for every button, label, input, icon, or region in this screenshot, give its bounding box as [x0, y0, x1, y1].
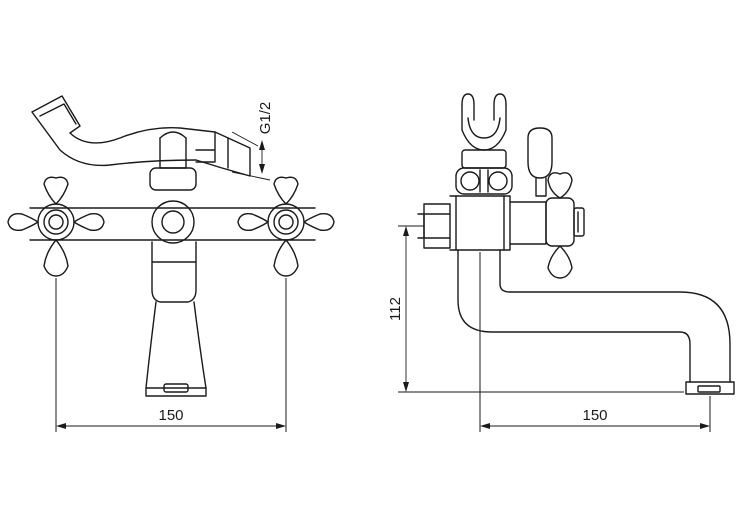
side-height-dimension: 112	[387, 225, 684, 393]
shower-holder	[461, 93, 507, 169]
thread-label: G1/2	[257, 102, 274, 135]
shower-handset	[31, 95, 251, 177]
mixer-body	[29, 200, 316, 244]
front-view: 150 G1/2	[7, 95, 335, 432]
right-cross-handle	[237, 176, 335, 277]
side-width-dimension: 150	[479, 252, 711, 432]
side-nut	[455, 167, 513, 195]
side-lever-top	[527, 127, 553, 197]
front-spout	[145, 241, 207, 397]
front-width-dimension: 150	[55, 278, 287, 432]
front-width-label: 150	[158, 407, 183, 424]
side-spout	[457, 249, 735, 395]
side-width-label: 150	[582, 407, 607, 424]
side-cross-handle	[545, 172, 585, 279]
side-view: 112 150	[387, 93, 735, 432]
side-height-label: 112	[387, 297, 404, 321]
diverter	[149, 131, 215, 191]
left-cross-handle	[7, 176, 105, 277]
thread-callout: G1/2	[231, 102, 274, 181]
side-body	[449, 195, 547, 251]
